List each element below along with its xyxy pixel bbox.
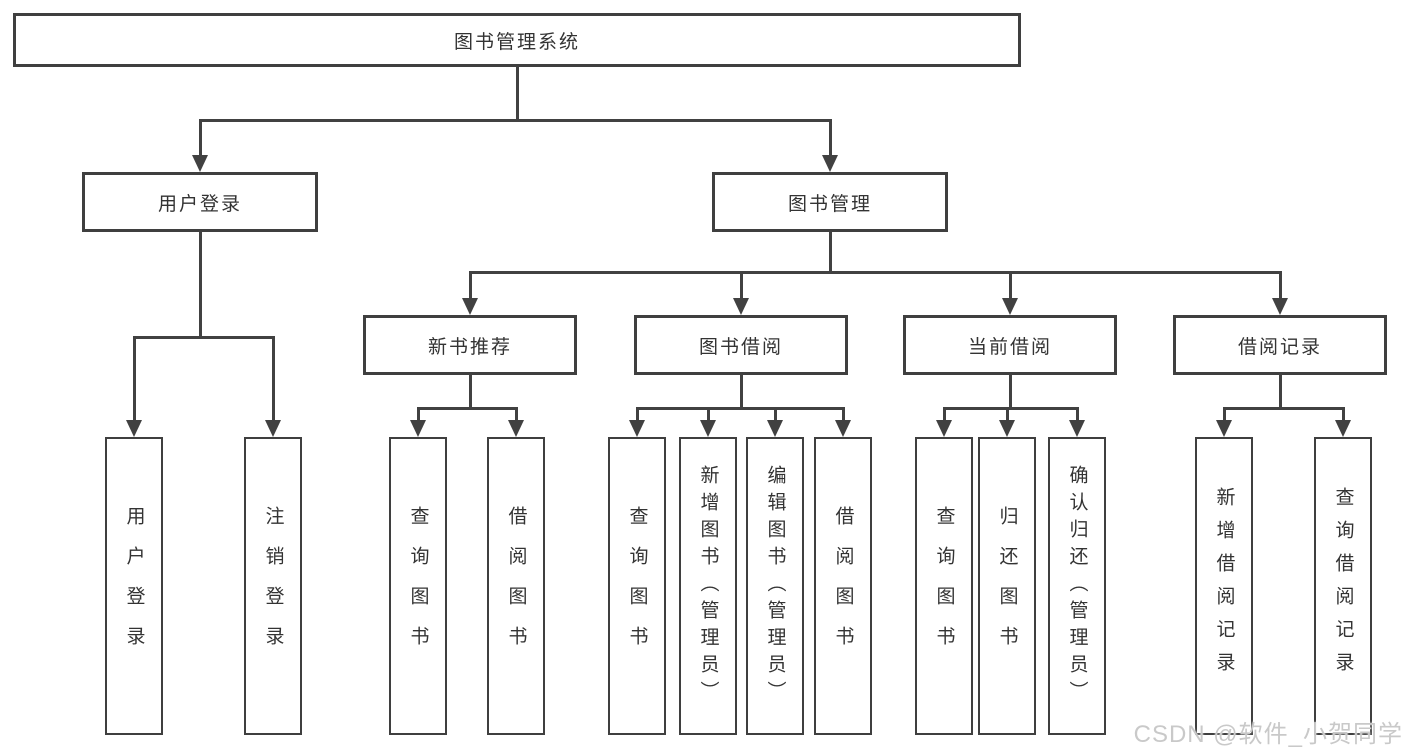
- leaf-jy-add-borrow-record: 新增借阅记录: [1195, 437, 1253, 735]
- connector-user-login-stem: [198, 231, 202, 338]
- leaf-user-login-label: 用户登录: [123, 506, 145, 666]
- connector-root-stem: [515, 66, 519, 120]
- node-new-book-recommend: 新书推荐: [363, 315, 577, 375]
- arrow-nb-leaf2: [508, 420, 524, 437]
- node-user-login: 用户登录: [82, 172, 318, 232]
- connector-nb-bus: [416, 406, 518, 410]
- arrow-borrow-records: [1272, 298, 1288, 315]
- connector-nb-drop1: [416, 406, 420, 423]
- leaf-nb-borrow-books: 借阅图书: [487, 437, 545, 735]
- leaf-jy-add-borrow-record-label: 新增借阅记录: [1213, 487, 1235, 685]
- node-current-borrow: 当前借阅: [903, 315, 1117, 375]
- arrow-tb-leaf1: [629, 420, 645, 437]
- node-book-mgmt-label: 图书管理: [787, 193, 872, 215]
- arrow-leaf-login: [126, 420, 142, 437]
- node-current-borrow-label: 当前借阅: [967, 336, 1052, 358]
- arrow-tb-leaf3: [767, 420, 783, 437]
- connector-tb-drop2: [706, 406, 710, 423]
- connector-dq-drop3: [1075, 406, 1079, 423]
- node-root-label: 图书管理系统: [453, 31, 580, 53]
- node-book-mgmt: 图书管理: [712, 172, 948, 232]
- leaf-dq-confirm-return-admin-label: 确认归还（管理员）: [1066, 464, 1088, 708]
- leaf-user-login: 用户登录: [105, 437, 163, 735]
- leaf-nb-query-books-label: 查询图书: [407, 506, 429, 666]
- node-new-book-recommend-label: 新书推荐: [427, 336, 512, 358]
- arrow-leaf-logout: [265, 420, 281, 437]
- leaf-logout-label: 注销登录: [262, 506, 284, 666]
- arrow-nb-leaf1: [410, 420, 426, 437]
- leaf-tb-add-books-admin: 新增图书（管理员）: [679, 437, 737, 735]
- leaf-nb-query-books: 查询图书: [389, 437, 447, 735]
- leaf-dq-return-books: 归还图书: [978, 437, 1036, 735]
- leaf-dq-query-books: 查询图书: [915, 437, 973, 735]
- connector-drop-leaf-logout: [271, 335, 275, 422]
- connector-tb-drop3: [773, 406, 777, 423]
- connector-drop-borrow-records: [1278, 270, 1282, 300]
- connector-drop-current-borrow: [1008, 270, 1012, 300]
- connector-tb-bus: [635, 406, 845, 410]
- connector-book-mgmt-stem: [828, 231, 832, 274]
- connector-drop-new-book: [468, 270, 472, 300]
- arrow-dq-leaf2: [999, 420, 1015, 437]
- leaf-tb-edit-books-admin-label: 编辑图书（管理员）: [764, 464, 786, 708]
- leaf-nb-borrow-books-label: 借阅图书: [505, 506, 527, 666]
- connector-dq-drop2: [1005, 406, 1009, 423]
- connector-dq-stem: [1008, 374, 1012, 408]
- connector-jy-bus: [1222, 406, 1345, 410]
- connector-tb-drop1: [635, 406, 639, 423]
- connector-book-mgmt-bus: [468, 270, 1282, 274]
- leaf-tb-edit-books-admin: 编辑图书（管理员）: [746, 437, 804, 735]
- node-borrow-records: 借阅记录: [1173, 315, 1387, 375]
- node-root: 图书管理系统: [13, 13, 1021, 67]
- connector-l1-bus: [198, 118, 832, 122]
- arrow-new-book: [462, 298, 478, 315]
- node-book-borrow-label: 图书借阅: [698, 336, 783, 358]
- arrow-current-borrow: [1002, 298, 1018, 315]
- connector-jy-drop2: [1341, 406, 1345, 423]
- leaf-tb-add-books-admin-label: 新增图书（管理员）: [697, 464, 719, 708]
- arrow-dq-leaf3: [1069, 420, 1085, 437]
- connector-nb-stem: [468, 374, 472, 408]
- leaf-logout: 注销登录: [244, 437, 302, 735]
- leaf-tb-query-books-label: 查询图书: [626, 506, 648, 666]
- arrow-tb-leaf4: [835, 420, 851, 437]
- arrow-dq-leaf1: [936, 420, 952, 437]
- node-user-login-label: 用户登录: [157, 193, 242, 215]
- connector-tb-stem: [739, 374, 743, 408]
- connector-jy-stem: [1278, 374, 1282, 408]
- arrow-tb-leaf2: [700, 420, 716, 437]
- leaf-tb-query-books: 查询图书: [608, 437, 666, 735]
- connector-drop-leaf-login: [132, 335, 136, 422]
- arrow-jy-leaf2: [1335, 420, 1351, 437]
- arrow-user-login: [192, 155, 208, 172]
- leaf-jy-query-borrow-record-label: 查询借阅记录: [1332, 487, 1354, 685]
- arrow-book-mgmt: [822, 155, 838, 172]
- leaf-jy-query-borrow-record: 查询借阅记录: [1314, 437, 1372, 735]
- connector-tb-drop4: [841, 406, 845, 423]
- connector-nb-drop2: [514, 406, 518, 423]
- connector-user-login-bus: [132, 335, 275, 339]
- connector-drop-book-borrow: [739, 270, 743, 300]
- leaf-tb-borrow-books-label: 借阅图书: [832, 506, 854, 666]
- connector-drop-book-mgmt: [828, 118, 832, 159]
- leaf-dq-confirm-return-admin: 确认归还（管理员）: [1048, 437, 1106, 735]
- leaf-tb-borrow-books: 借阅图书: [814, 437, 872, 735]
- node-book-borrow: 图书借阅: [634, 315, 848, 375]
- connector-drop-user-login: [198, 118, 202, 159]
- connector-dq-drop1: [942, 406, 946, 423]
- arrow-book-borrow: [733, 298, 749, 315]
- arrow-jy-leaf1: [1216, 420, 1232, 437]
- connector-dq-bus: [942, 406, 1079, 410]
- leaf-dq-query-books-label: 查询图书: [933, 506, 955, 666]
- leaf-dq-return-books-label: 归还图书: [996, 506, 1018, 666]
- connector-jy-drop1: [1222, 406, 1226, 423]
- node-borrow-records-label: 借阅记录: [1237, 336, 1322, 358]
